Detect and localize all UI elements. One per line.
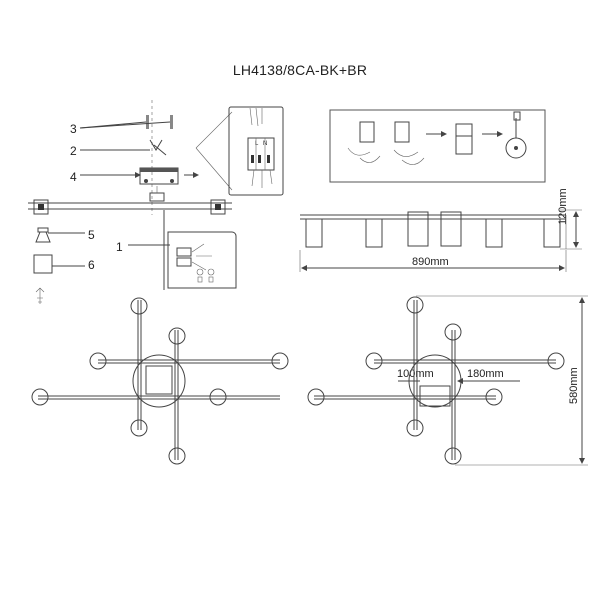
terminal-l-label: L <box>255 141 259 147</box>
top-view-right <box>307 295 588 466</box>
callout-4: 4 <box>70 170 77 184</box>
plate-dimension: 100mm <box>397 368 434 380</box>
top-view-left <box>31 297 289 465</box>
callout-2: 2 <box>70 144 77 158</box>
terminal-block-detail <box>228 106 284 196</box>
callout-6: 6 <box>88 258 95 272</box>
callout-3: 3 <box>70 122 77 136</box>
side-elevation <box>299 209 582 272</box>
ceiling-mount-detail <box>28 100 233 215</box>
callout-1: 1 <box>116 240 123 254</box>
width-dimension: 890mm <box>412 256 449 268</box>
model-title: LH4138/8CA-BK+BR <box>232 62 368 78</box>
lamp-rotation-steps <box>329 109 546 183</box>
arm-dimension: 180mm <box>467 368 504 380</box>
connector-detail <box>128 210 237 290</box>
spare-parts <box>33 227 85 304</box>
callout-5: 5 <box>88 228 95 242</box>
